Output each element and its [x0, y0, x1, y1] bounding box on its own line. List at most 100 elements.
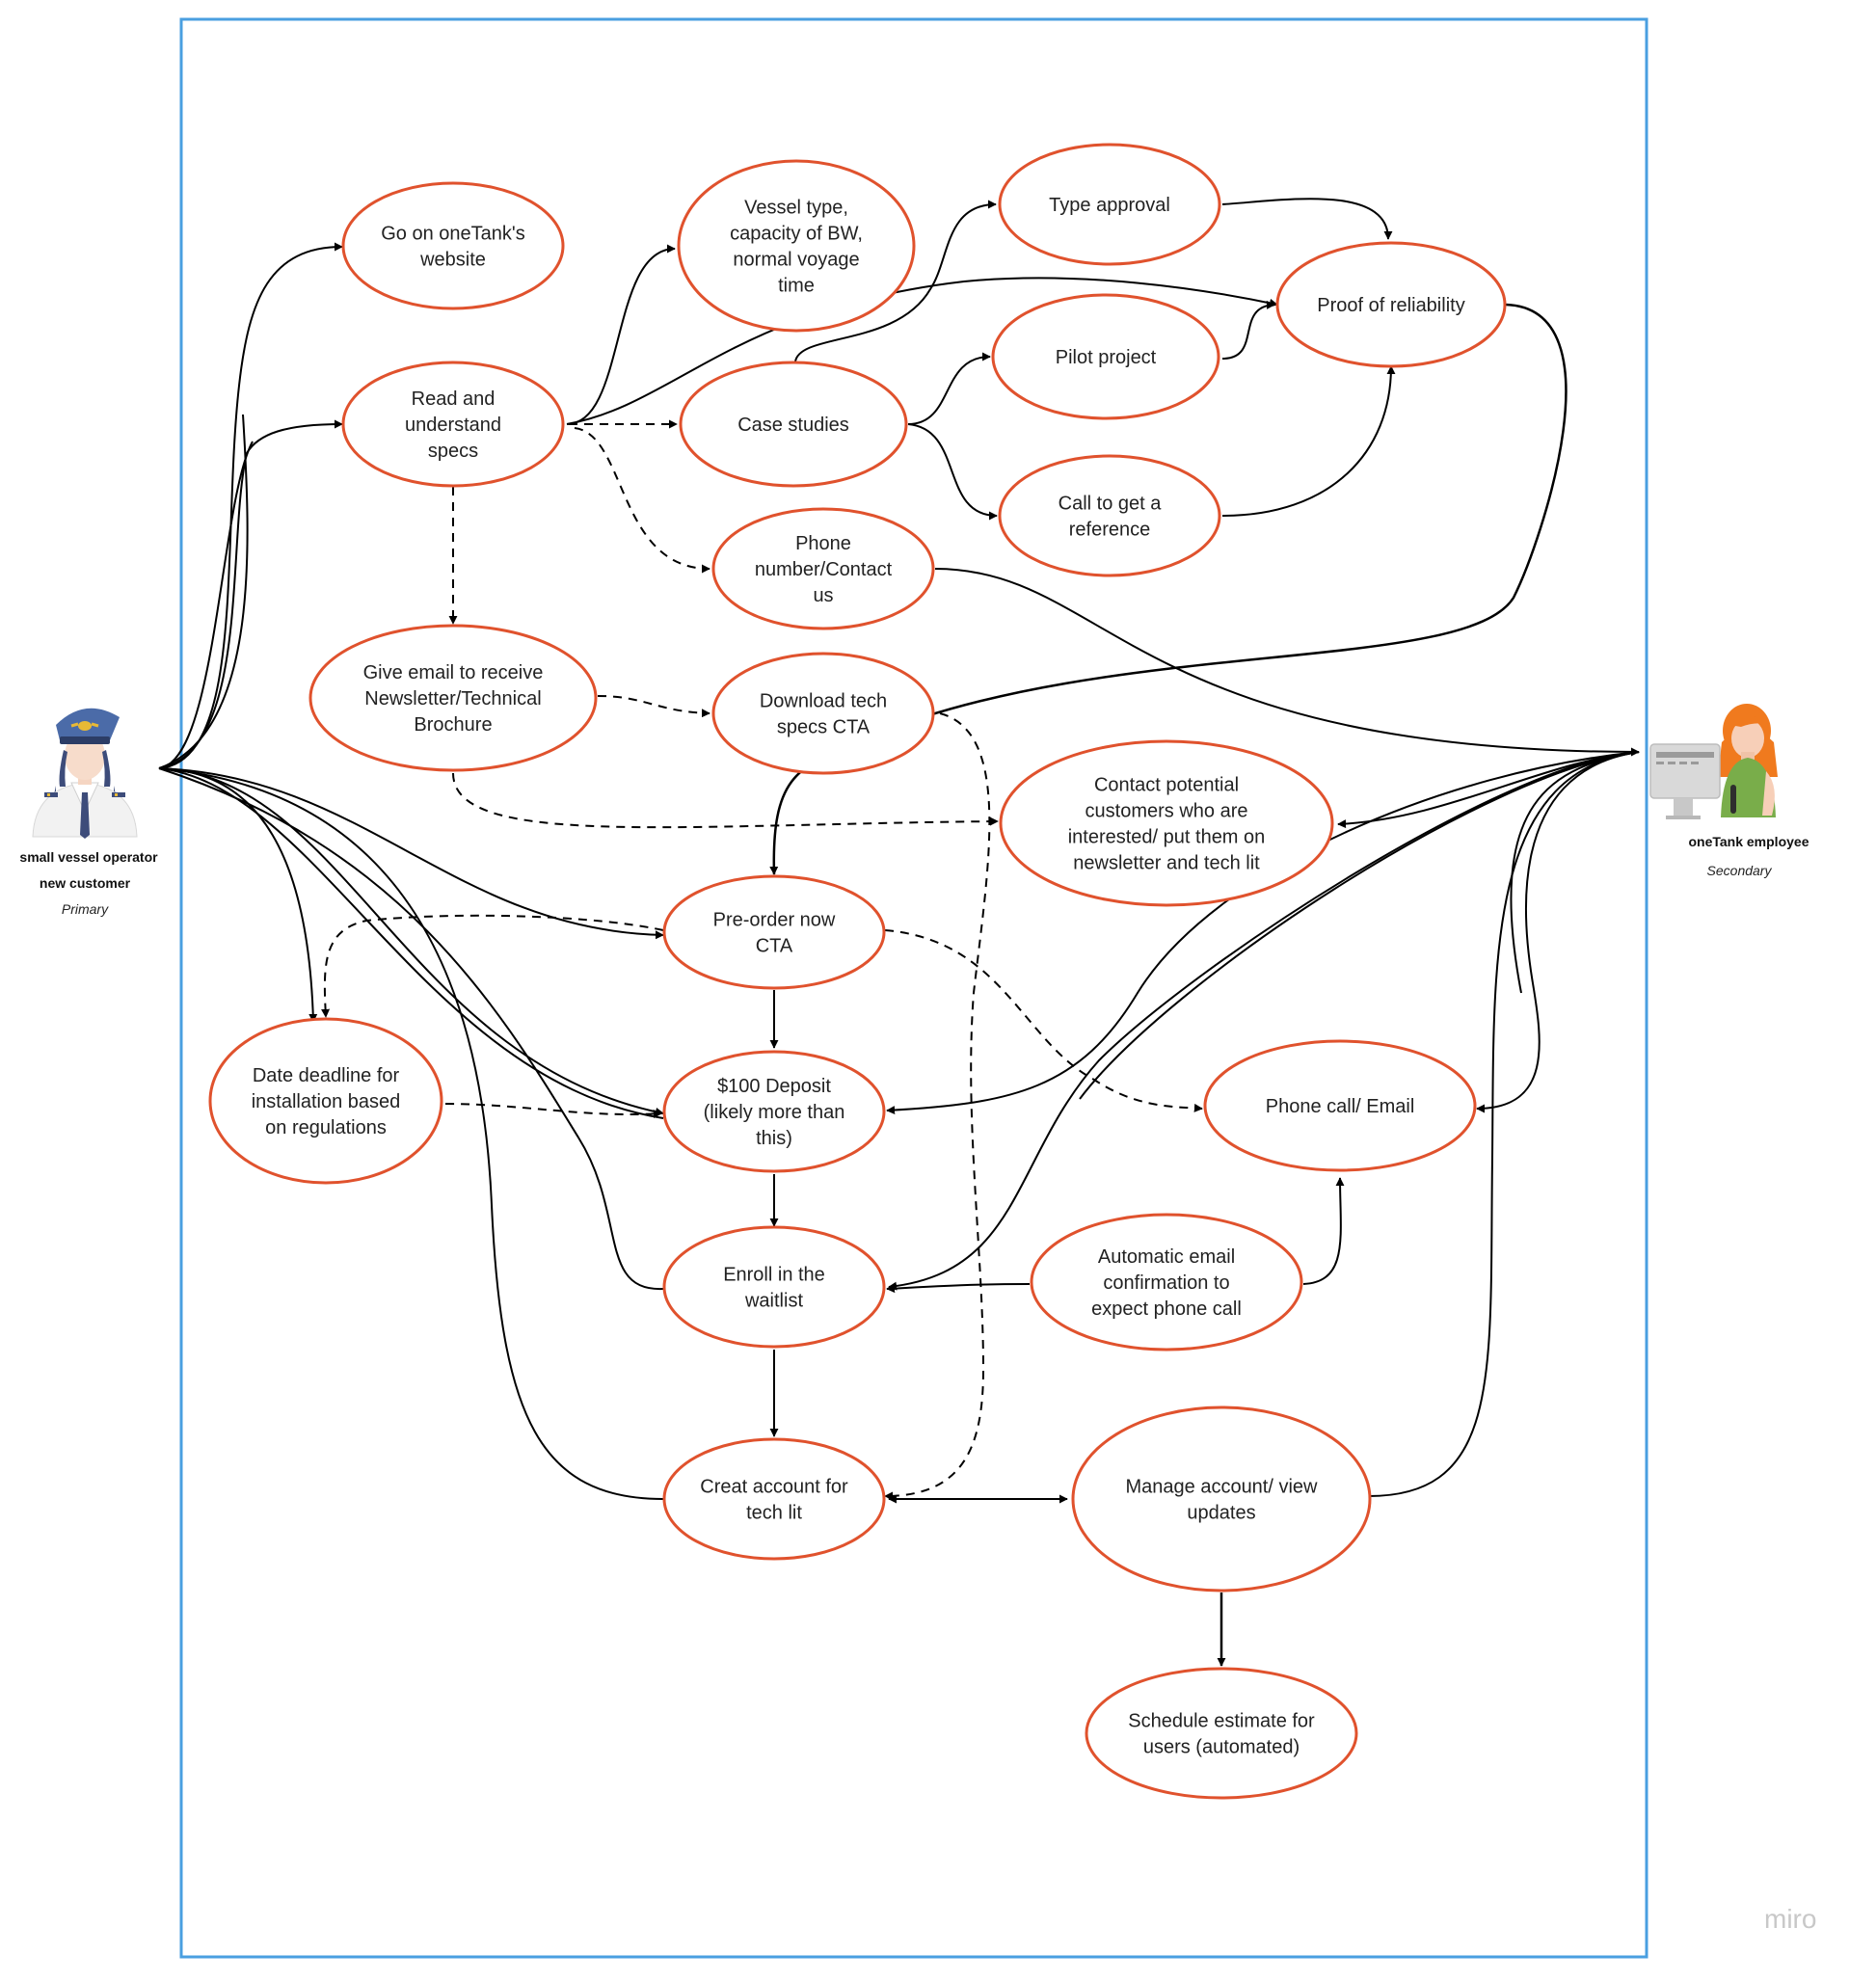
node-phone-contact [711, 507, 935, 630]
label-line: Download tech [760, 691, 887, 712]
label-line: Enroll in the [723, 1265, 825, 1286]
node-create-account [662, 1437, 886, 1561]
node-phone-email [1203, 1039, 1477, 1172]
node-waitlist [662, 1225, 886, 1349]
miro-watermark: miro [1764, 1904, 1816, 1934]
primary-actor-name-line1: small vessel operator [19, 849, 158, 865]
label-line: expect phone call [1091, 1298, 1242, 1320]
label-proof: Proof of reliability [1317, 295, 1464, 316]
edge-operator-readspecs-2 [158, 441, 254, 769]
edge-createaccount-operator [158, 767, 664, 1500]
label-line: users (automated) [1143, 1737, 1300, 1758]
label-line: updates [1187, 1503, 1255, 1524]
primary-actor-role: Primary [62, 901, 109, 917]
label-line: newsletter and tech lit [1073, 853, 1260, 874]
node-proof [1275, 241, 1507, 368]
label-line: time [778, 276, 815, 297]
label-type-approval: Type approval [1049, 195, 1170, 216]
label-download: Download tech specs CTA [760, 691, 887, 738]
label-pilot: Pilot project [1056, 347, 1157, 368]
edge-casestudies-typeapproval [794, 200, 997, 362]
label-line: Call to get a [1059, 494, 1163, 515]
label-deposit: $100 Deposit (likely more than this) [704, 1076, 845, 1149]
label-line: Date deadline for [253, 1065, 400, 1086]
edge-employee-waitlist [888, 751, 1640, 1291]
node-website [341, 181, 565, 310]
label-read-specs: Read and understand specs [405, 388, 501, 462]
edge-employee-phoneemail [1476, 751, 1640, 1113]
label-line: Read and [412, 388, 496, 410]
edge-waitlist-operator [158, 767, 664, 1291]
label-line: capacity of BW, [730, 224, 863, 245]
edge-operator-website [158, 242, 343, 769]
label-line: Schedule estimate for [1128, 1711, 1315, 1732]
edge-giveemail-contact [452, 772, 999, 829]
label-line: us [813, 585, 833, 606]
label-line: Vessel type, [744, 198, 848, 219]
label-line: Brochure [414, 714, 492, 736]
edge-phone-employee [934, 568, 1640, 757]
label-line: Type approval [1049, 195, 1170, 216]
node-schedule [1085, 1667, 1358, 1800]
label-auto-email: Automatic email confirmation to expect pho… [1091, 1246, 1242, 1320]
edge-readspecs-vessel [566, 244, 676, 425]
label-line: tech lit [746, 1503, 802, 1524]
label-phone-email: Phone call/ Email [1266, 1096, 1415, 1117]
node-read-specs [341, 361, 565, 488]
label-case-studies: Case studies [737, 415, 849, 436]
label-line: this) [756, 1128, 792, 1149]
label-line: reference [1069, 520, 1151, 541]
node-date-deadline [208, 1017, 443, 1185]
edge-autoemail-waitlist [886, 1283, 1031, 1294]
node-type-approval [998, 143, 1221, 266]
label-line: Give email to receive [363, 662, 544, 683]
edge-employee-phoneemail-2 [1510, 751, 1640, 994]
edge-casestudies-pilot [907, 352, 991, 425]
node-preorder [662, 874, 886, 990]
edge-datedeadline-deposit [444, 1103, 662, 1119]
label-line: Phone [795, 533, 851, 554]
label-line: (likely more than [704, 1102, 845, 1123]
label-line: Contact potential [1094, 775, 1239, 796]
label-line: specs [428, 441, 478, 462]
node-vessel [677, 159, 916, 333]
node-deposit [662, 1050, 886, 1173]
employee-at-computer-icon [1649, 704, 1778, 819]
label-line: waitlist [744, 1291, 803, 1312]
label-line: website [419, 250, 486, 271]
label-line: on regulations [265, 1117, 387, 1138]
label-phone-contact: Phone number/Contact us [755, 533, 893, 606]
label-line: specs CTA [777, 717, 871, 738]
diagram-frame [179, 17, 1648, 1959]
edge-pilot-proof [1221, 300, 1275, 360]
edge-operator-preorder [158, 767, 664, 940]
edge-operator-readspecs [158, 419, 343, 769]
edge-giveemail-download [597, 695, 710, 718]
edge-callref-proof [1221, 365, 1396, 517]
node-pilot [991, 293, 1220, 420]
label-line: confirmation to [1103, 1272, 1229, 1294]
edge-operator-deposit-2 [158, 767, 664, 1119]
edge-readspecs-phone [574, 427, 710, 574]
label-line: customers who are [1085, 801, 1248, 822]
node-case-studies [679, 361, 908, 488]
label-call-ref: Call to get a reference [1059, 494, 1163, 541]
label-line: Automatic email [1098, 1246, 1235, 1268]
edge-manage-employee [1368, 751, 1640, 1497]
label-line: Case studies [737, 415, 849, 436]
edge-employee-waitlist-2 [1079, 751, 1640, 1100]
label-line: Newsletter/Technical [364, 688, 541, 709]
label-line: Pilot project [1056, 347, 1157, 368]
label-line: understand [405, 415, 501, 436]
label-line: number/Contact [755, 559, 893, 580]
node-auto-email [1030, 1213, 1303, 1352]
edge-preorder-datedeadline [321, 914, 664, 1018]
label-line: $100 Deposit [717, 1076, 831, 1097]
